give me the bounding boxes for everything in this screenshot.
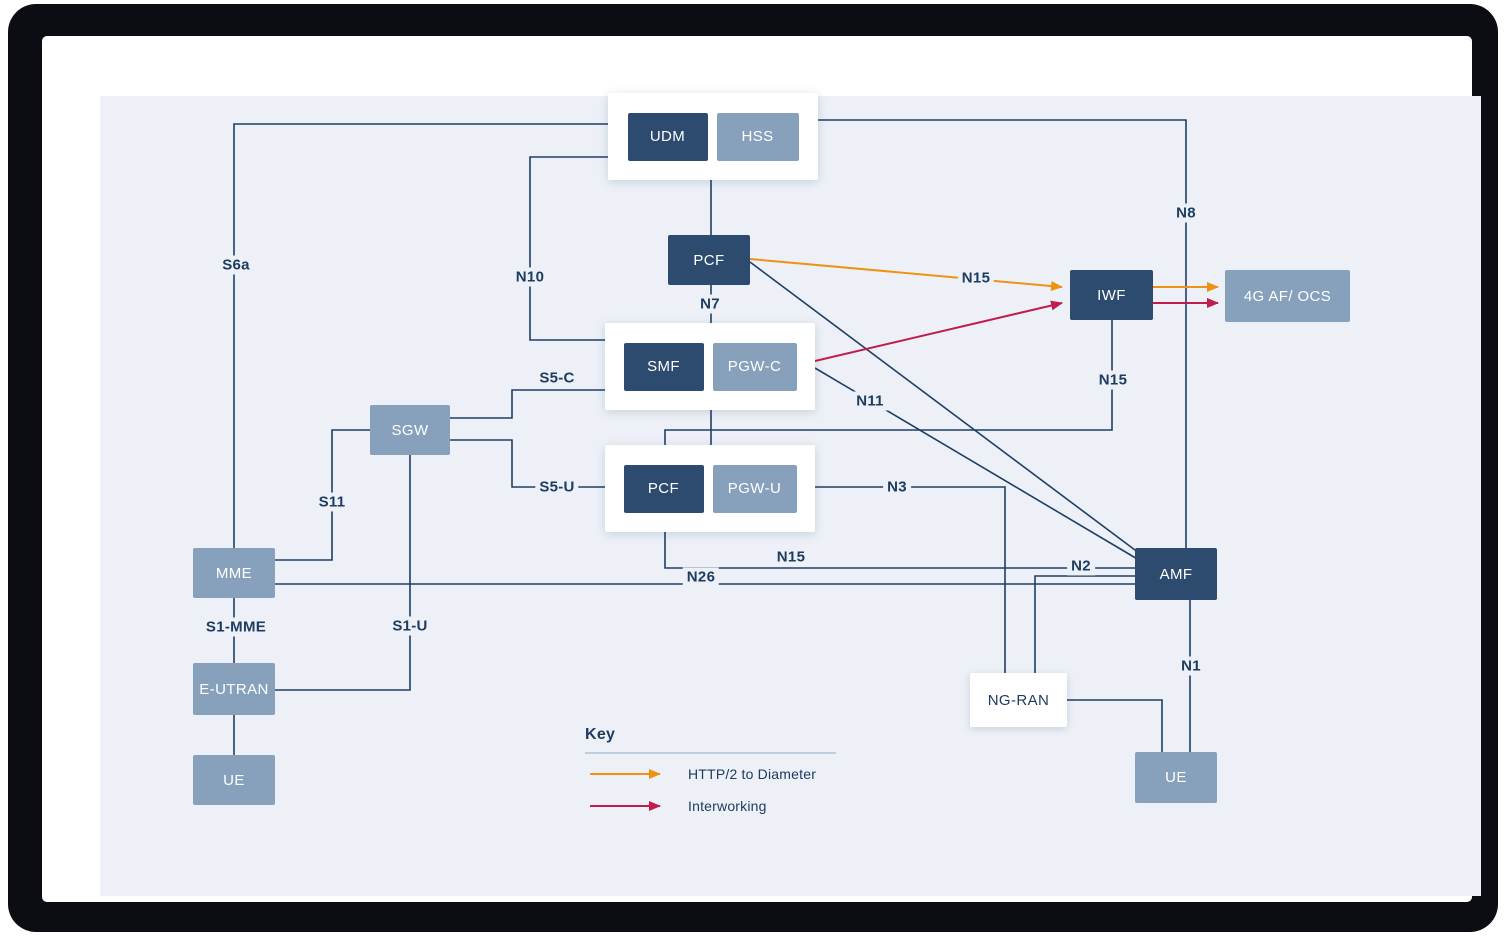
node-amf: AMF [1135,548,1217,600]
node-sgw: SGW [370,405,450,455]
label-n26: N26 [682,567,720,587]
node-udm: UDM [627,112,708,161]
label-n2: N2 [1067,556,1095,576]
node-pcf-mid: PCF [623,464,704,513]
node-mme: MME [193,548,275,598]
node-4g-af-ocs: 4G AF/ OCS [1225,270,1350,322]
label-s6a: S6a [218,255,254,275]
label-s5-c: S5-C [535,368,579,388]
node-pcf-top: PCF [668,235,750,285]
node-ue-left: UE [193,755,275,805]
label-n7: N7 [696,294,724,314]
node-ng-ran: NG-RAN [970,673,1067,727]
node-eutran: E-UTRAN [193,663,275,715]
group-udm-hss: UDM HSS [608,93,818,180]
label-s5-u: S5-U [535,477,579,497]
label-n15-iwf: N15 [1094,370,1132,390]
label-s1-mme: S1-MME [201,617,271,637]
node-iwf: IWF [1070,270,1153,320]
group-pcf-pgwu: PCF PGW-U [605,445,815,532]
label-n15-pcf-iwf: N15 [957,268,995,288]
label-n3: N3 [883,477,911,497]
node-pgw-u: PGW-U [712,464,797,513]
label-n8: N8 [1172,203,1200,223]
label-n1: N1 [1177,656,1205,676]
node-hss: HSS [716,112,799,161]
legend-item-http2: HTTP/2 to Diameter [688,766,817,782]
label-s1-u: S1-U [388,616,432,636]
label-n10: N10 [511,267,549,287]
node-pgw-c: PGW-C [712,342,797,391]
legend-item-interworking: Interworking [688,798,767,814]
label-s11: S11 [314,492,350,512]
node-ue-right: UE [1135,752,1217,803]
label-n11: N11 [852,391,888,411]
label-n15-amf: N15 [772,547,810,567]
node-smf: SMF [623,342,704,391]
group-smf-pgwc: SMF PGW-C [605,323,815,410]
legend-title: Key [585,726,616,743]
